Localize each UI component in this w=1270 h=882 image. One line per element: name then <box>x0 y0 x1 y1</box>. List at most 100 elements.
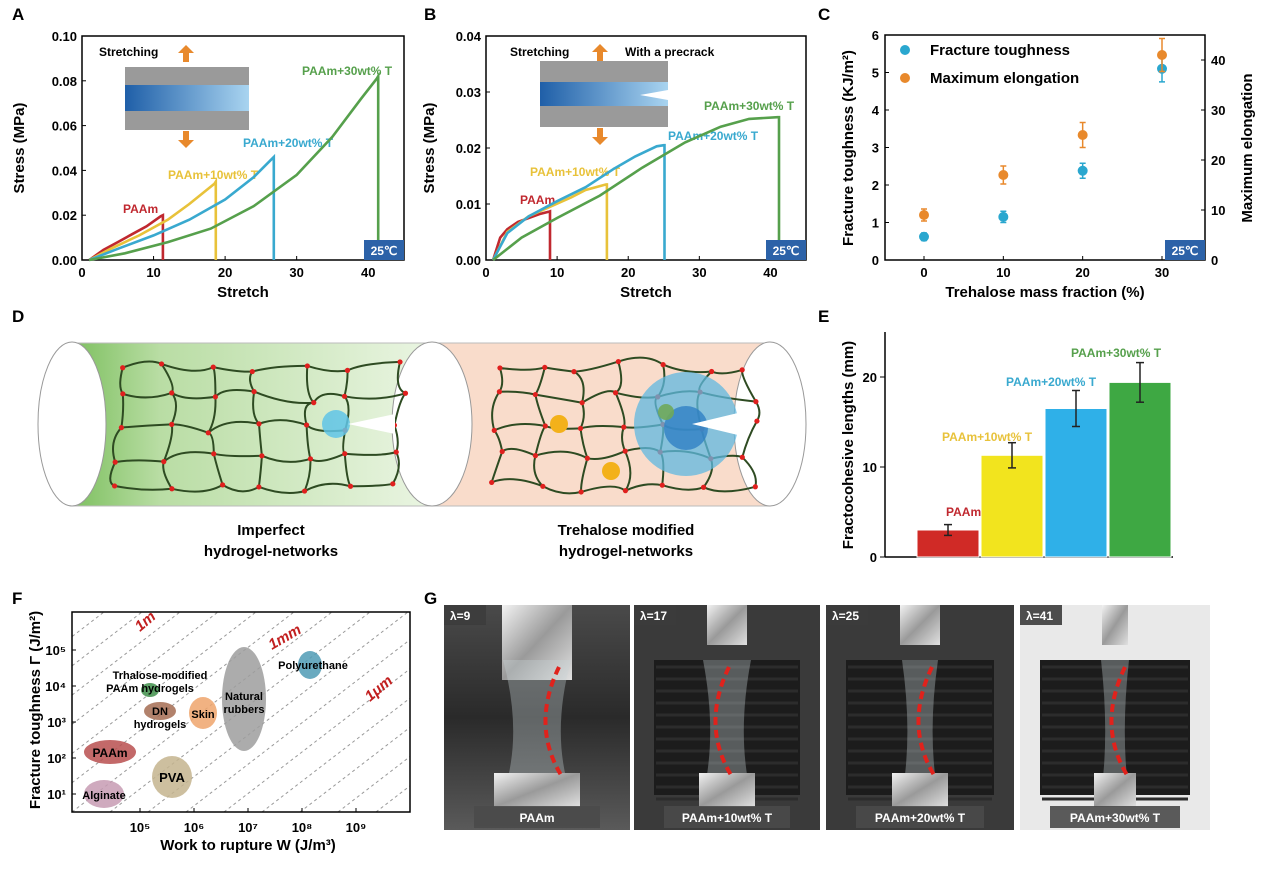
trehalose-molecule <box>602 462 620 480</box>
inset-label-right: With a precrack <box>625 45 715 59</box>
material-label: PAAm <box>92 746 127 760</box>
y-tick-label: 10² <box>47 751 66 766</box>
crosslink-point <box>344 367 351 373</box>
y-tick-label: 10 <box>863 460 877 475</box>
crosslink-point <box>700 484 707 490</box>
x-tick-label: 20 <box>1075 265 1089 280</box>
y-tick-label: 0.04 <box>52 163 78 178</box>
material-region <box>141 683 159 697</box>
material-label: Natural <box>225 691 263 703</box>
crosslink-point <box>390 481 396 487</box>
upper-grip <box>502 605 572 680</box>
y-tick-label: 0.10 <box>52 29 77 44</box>
guide-line <box>223 668 410 812</box>
x-tick-label: 20 <box>621 265 635 280</box>
crosslink-point <box>753 399 759 405</box>
crosslink-point <box>659 482 665 488</box>
y-tick-label: 0 <box>870 550 877 565</box>
crosslink-point <box>211 451 217 457</box>
crosslink-point <box>304 363 310 369</box>
panel-letter-g: G <box>424 589 437 608</box>
crosslink-point <box>301 488 308 494</box>
y-tick-label: 0.00 <box>456 253 481 268</box>
lower-grip <box>1094 773 1136 807</box>
trehalose-molecule <box>550 415 568 433</box>
bar <box>980 454 1044 558</box>
x-axis-label: Stretch <box>620 284 672 301</box>
crosslink-point <box>112 459 118 465</box>
legend-label: Maximum elongation <box>930 70 1079 87</box>
crosslink-point <box>169 390 175 396</box>
sample-label-bg <box>664 806 790 828</box>
y-tick-label: 10³ <box>47 715 66 730</box>
y-right-axis-label: Maximum elongation <box>1239 73 1256 222</box>
series-line-0 <box>88 213 165 262</box>
material-region <box>152 756 192 798</box>
series-line-1 <box>88 177 218 262</box>
crosslink-point <box>709 368 715 375</box>
lower-grip <box>892 773 948 807</box>
y-tick-label: 6 <box>872 28 879 43</box>
bar-label: PAAm <box>946 505 981 519</box>
crack-path-dashed <box>713 666 733 777</box>
crosslink-point <box>542 423 548 429</box>
crosslink-point <box>491 427 497 433</box>
y-tick-label: 10⁴ <box>45 679 66 694</box>
crosslink-point <box>532 391 538 398</box>
x-tick-label: 20 <box>218 265 232 280</box>
crosslink-point <box>169 421 175 427</box>
crosslink-point <box>532 453 539 459</box>
stretch-tag: λ=25 <box>832 609 859 623</box>
x-tick-label: 40 <box>361 265 375 280</box>
guide-line <box>337 755 410 812</box>
series-label: PAAm+10wt% T <box>168 168 259 182</box>
y-tick-label: 10⁵ <box>45 643 66 658</box>
y-right-tick-label: 0 <box>1211 253 1218 268</box>
crosslink-point <box>311 400 317 406</box>
temperature-badge-bg <box>364 240 404 260</box>
sample-label: PAAm+20wt% T <box>875 811 966 825</box>
y-axis-label: Fracture toughness (KJ/m²) <box>840 50 857 246</box>
crosslink-point <box>256 421 262 427</box>
inner-process-zone <box>664 406 708 450</box>
crosslink-point <box>118 425 124 431</box>
crosslink-point <box>496 389 503 395</box>
guide-line <box>261 697 410 812</box>
material-label: Trhalose-modified <box>113 670 208 682</box>
x-tick-label: 10 <box>996 265 1010 280</box>
x-tick-label: 10⁶ <box>184 820 204 835</box>
crosslink-point <box>584 455 590 461</box>
left-crack-notch <box>348 414 395 434</box>
material-region <box>84 740 136 764</box>
crosslink-point <box>754 418 760 424</box>
y-tick-label: 3 <box>872 141 879 156</box>
panel-letter-c: C <box>818 5 830 24</box>
up-arrow-icon <box>178 45 194 62</box>
data-point <box>919 210 929 220</box>
y-tick-label: 0.08 <box>52 74 77 89</box>
inset-label-left: Stretching <box>510 45 569 59</box>
x-tick-label: 30 <box>289 265 303 280</box>
caption-left-line1: Imperfect <box>237 522 305 539</box>
x-tick-label: 10 <box>146 265 160 280</box>
stretch-tag-bg <box>444 605 486 625</box>
crosslink-point <box>577 425 584 432</box>
crosslink-point <box>612 390 619 396</box>
crosslink-point <box>622 488 629 494</box>
plot-frame <box>71 611 411 813</box>
crosslink-point <box>393 449 399 455</box>
x-tick-label: 40 <box>763 265 777 280</box>
crack-path-dashed <box>543 666 563 777</box>
material-region <box>298 651 322 679</box>
material-label: Polyurethane <box>278 660 348 672</box>
material-region <box>84 780 124 808</box>
polymer-chains <box>109 360 407 494</box>
